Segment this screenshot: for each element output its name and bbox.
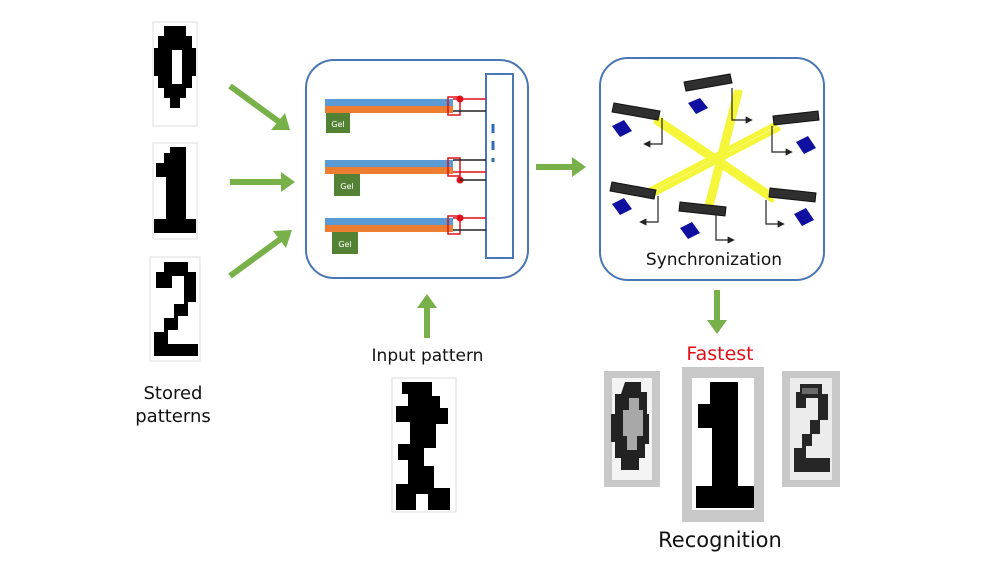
- gel-unit-1: [325, 95, 486, 133]
- synchronization-label: Synchronization: [645, 250, 783, 270]
- stored-digit-2: [149, 256, 201, 362]
- synchronization-panel: [599, 57, 825, 281]
- gel-label-1: Gel: [331, 120, 344, 129]
- input-pattern-image: [391, 377, 457, 513]
- recognized-digit-0: [604, 371, 660, 487]
- arrow-stored-0: [228, 83, 290, 130]
- arrow-stored-1: [230, 172, 295, 192]
- arrow-to-synchronization: [536, 157, 586, 177]
- recognized-digit-2: [782, 371, 840, 487]
- light-beams: [647, 89, 781, 213]
- gel-label-2: Gel: [340, 182, 353, 191]
- gel-unit-3: [325, 214, 486, 254]
- gel-label-3: Gel: [338, 240, 351, 249]
- gel-unit-2: [325, 157, 486, 196]
- arrow-input-up: [417, 294, 437, 338]
- light-sources: [612, 98, 816, 239]
- feedback-arrows: [639, 88, 793, 244]
- stored-digit-0: [152, 21, 198, 127]
- recognition-label: Recognition: [658, 528, 782, 552]
- arrow-to-recognition: [707, 290, 727, 334]
- fastest-label: Fastest: [686, 343, 754, 365]
- stored-digit-1: [152, 142, 198, 240]
- electrode-bar: [485, 73, 514, 259]
- stored-patterns-label: Stored patterns: [135, 383, 211, 427]
- arrow-stored-2: [228, 230, 292, 279]
- input-pattern-label: Input pattern: [371, 346, 484, 366]
- mirror-elements: [609, 73, 820, 217]
- recognized-digit-1: [682, 367, 764, 522]
